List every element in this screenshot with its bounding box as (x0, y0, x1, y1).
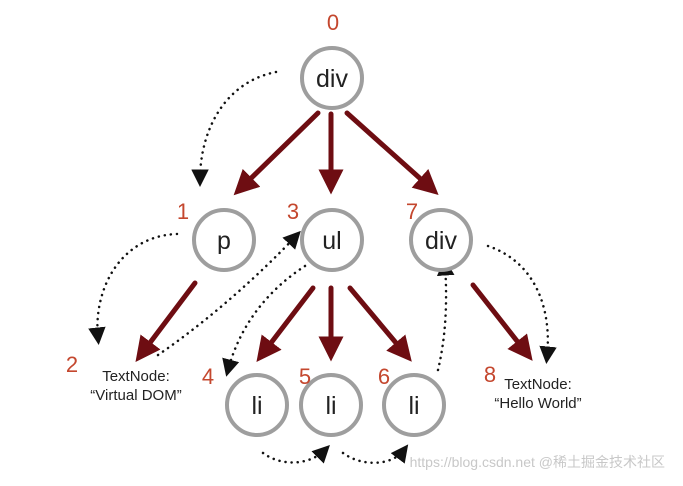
node-circle (192, 208, 256, 272)
node-index-number: 3 (287, 199, 299, 224)
node-div-0: div 0 (300, 10, 364, 110)
edge-ul-to-li-6 (347, 285, 412, 362)
node-label: li (251, 392, 262, 420)
traversal-5-to-6 (341, 444, 409, 465)
tree-edges (135, 110, 533, 362)
node-ul-3: ul 3 (287, 199, 364, 272)
edge-div-to-p (233, 110, 321, 196)
watermark-text: https://blog.csdn.net @稀土掘金技术社区 (410, 454, 665, 470)
traversal-1-to-2 (88, 232, 179, 345)
node-index-number: 2 (66, 352, 78, 377)
edge-div-to-textnode (470, 282, 533, 361)
traversal-4-to-5 (261, 445, 330, 464)
node-index-number: 1 (177, 199, 189, 224)
node-li-5: li 5 (299, 364, 363, 437)
node-index-number: 6 (378, 364, 390, 389)
node-circle (300, 46, 364, 110)
edge-ul-to-li-4 (256, 285, 316, 362)
node-index-number: 8 (484, 362, 496, 387)
node-label: p (217, 227, 231, 255)
node-index-number: 0 (327, 10, 339, 35)
traversal-6-to-7 (436, 258, 455, 372)
node-circle (382, 373, 446, 437)
node-index-number: 5 (299, 364, 311, 389)
text-node-content-label: “Virtual DOM” (90, 387, 181, 404)
text-node-type-label: TextNode: (102, 368, 170, 385)
node-li-6: li 6 (378, 364, 446, 437)
node-label: div (316, 65, 348, 93)
text-node-content-label: “Hello World” (494, 395, 581, 412)
text-node-type-label: TextNode: (504, 376, 572, 393)
node-circle (299, 373, 363, 437)
node-label: li (325, 392, 336, 420)
traversal-2-to-3 (156, 230, 301, 357)
node-circle (409, 208, 473, 272)
edge-p-to-textnode (135, 280, 198, 362)
node-label: ul (322, 227, 341, 255)
edge-div-to-div (344, 110, 439, 196)
traversal-0-to-1 (191, 70, 278, 187)
traversal-arrows (88, 70, 557, 465)
node-li-4: li 4 (202, 364, 289, 437)
node-index-number: 7 (406, 199, 418, 224)
node-label: li (408, 392, 419, 420)
traversal-3-to-4 (222, 264, 307, 377)
node-div-7: div 7 (406, 199, 473, 272)
node-p-1: p1 (177, 199, 256, 272)
node-label: div (425, 227, 457, 255)
node-circle (225, 373, 289, 437)
node-index-number: 4 (202, 364, 214, 389)
node-circle (300, 208, 364, 272)
traversal-7-to-8 (486, 244, 557, 364)
